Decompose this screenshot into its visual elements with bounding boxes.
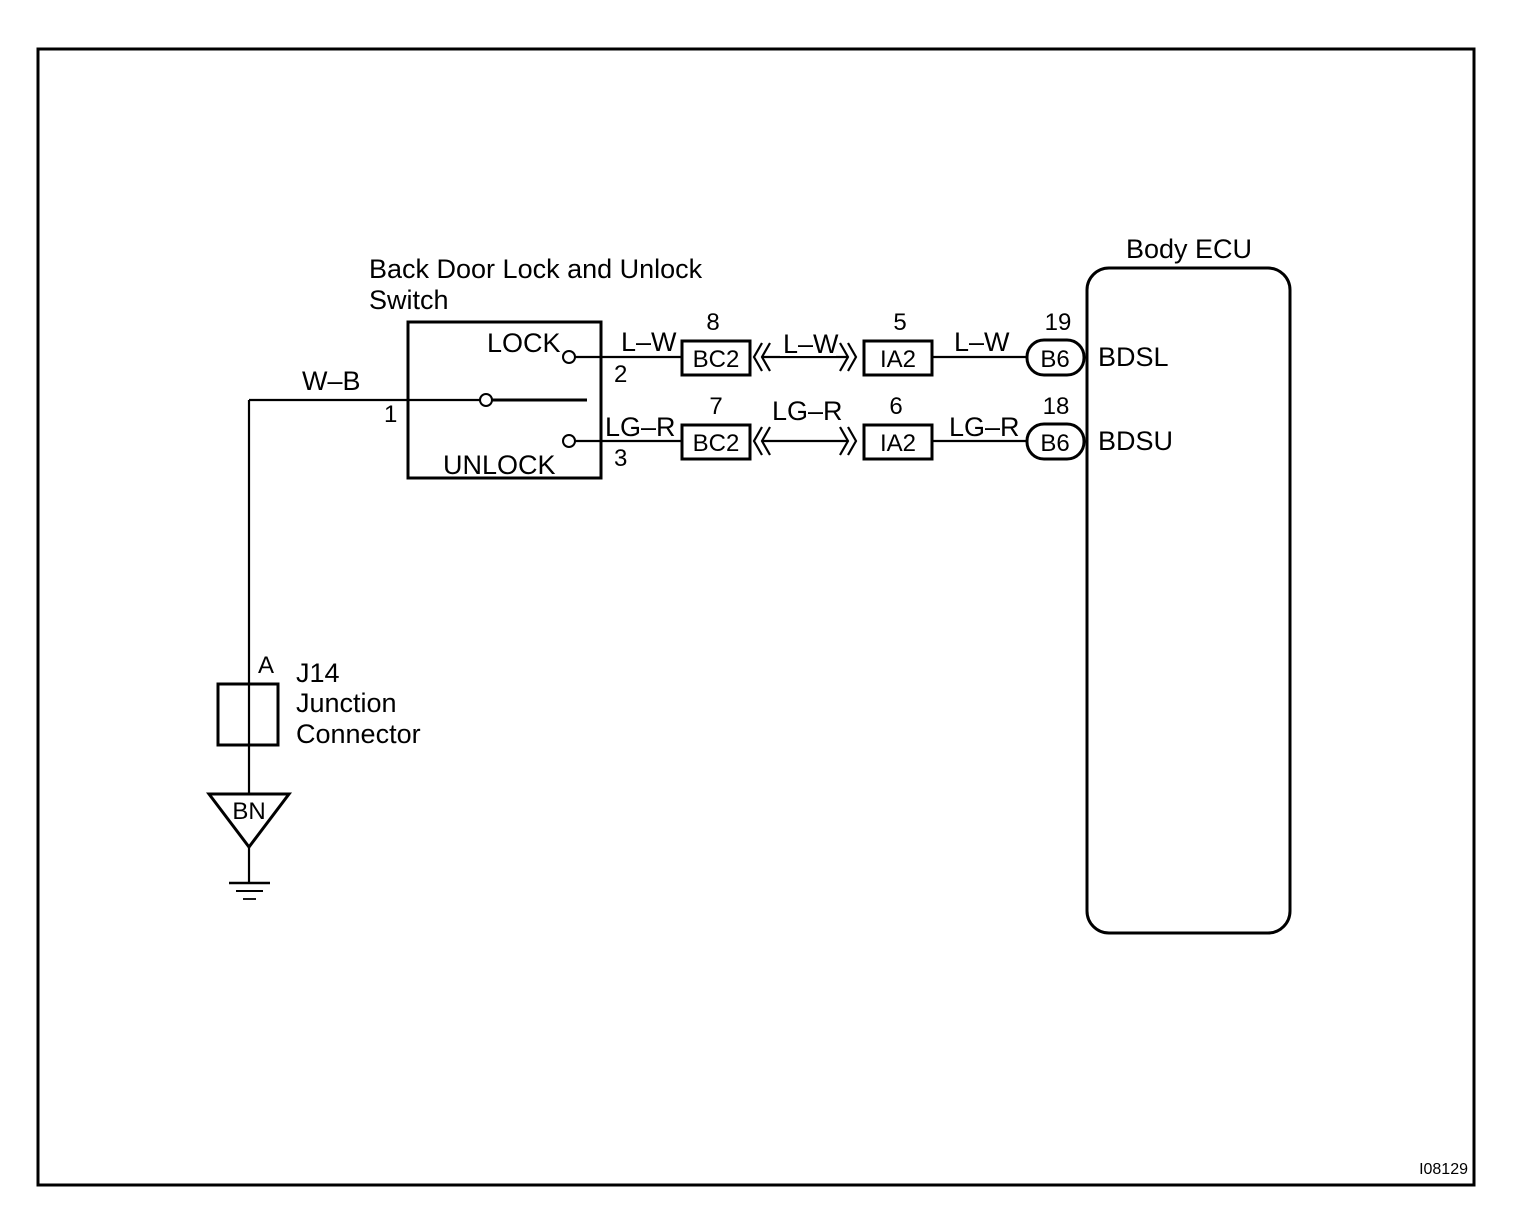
ground-point-label: BN	[232, 798, 265, 825]
unlock-wire-color-1: LG–R	[605, 412, 676, 442]
switch-title-line1: Back Door Lock and Unlock	[369, 254, 703, 284]
ground-circuit: W–B A J14 Junction Connector BN	[205, 366, 421, 900]
lock-contact-label: LOCK	[487, 328, 561, 358]
unlock-contact	[562, 434, 576, 448]
junction-id: J14	[296, 658, 340, 688]
unlock-wire-color-3: LG–R	[949, 412, 1020, 442]
bc2-lock-label: BC2	[693, 346, 740, 373]
b6-unlock-pin: 18	[1043, 393, 1070, 420]
diagram-frame	[36, 47, 1476, 1187]
lock-wire-color-1: L–W	[621, 327, 677, 357]
lock-circuit: L–W 8 BC2 L–W 5 IA2 L–W 19 B6	[601, 309, 1086, 377]
b6-lock-connector	[1025, 338, 1086, 377]
junction-label-line1: Junction	[296, 688, 397, 718]
ecu-title: Body ECU	[1126, 234, 1252, 264]
switch-title-line2: Switch	[369, 285, 449, 315]
unlock-wire-color-2: LG–R	[772, 396, 843, 426]
unlock-contact-label: UNLOCK	[443, 450, 556, 480]
ia2-lock-pin: 5	[893, 309, 906, 336]
b6-lock-label: B6	[1040, 346, 1069, 373]
diagram-id: I08129	[1419, 1161, 1468, 1178]
b6-lock-pin: 19	[1045, 309, 1072, 336]
b6-unlock-label: B6	[1040, 430, 1069, 457]
ia2-unlock-label: IA2	[880, 430, 916, 457]
ecu-terminal-bdsu: BDSU	[1098, 426, 1173, 456]
ground-wire-color: W–B	[302, 366, 361, 396]
switch-pin-3: 3	[614, 445, 627, 472]
lock-contact	[562, 350, 576, 364]
junction-pin-a: A	[258, 652, 274, 679]
ia2-lock-label: IA2	[880, 346, 916, 373]
ecu-terminal-bdsl: BDSL	[1098, 342, 1169, 372]
bc2-unlock-label: BC2	[693, 430, 740, 457]
junction-label-line2: Connector	[296, 719, 421, 749]
ground-point-triangle	[205, 792, 293, 850]
ecu-box	[1085, 266, 1292, 935]
bc2-lock-pin: 8	[706, 309, 719, 336]
bc2-unlock-connector	[680, 423, 752, 461]
bc2-unlock-pin: 7	[709, 393, 722, 420]
bc2-lock-connector	[680, 339, 752, 377]
back-door-switch: Back Door Lock and Unlock Switch LOCK UN…	[369, 254, 703, 480]
switch-pin-1: 1	[384, 401, 397, 428]
b6-unlock-connector	[1025, 422, 1086, 461]
lock-wire-color-3: L–W	[954, 327, 1010, 357]
ia2-unlock-pin: 6	[889, 393, 902, 420]
unlock-circuit: LG–R 7 BC2 LG–R 6 IA2 LG–R 18 B6	[601, 393, 1086, 461]
ground-icon	[229, 881, 270, 900]
lock-wire-color-2: L–W	[783, 329, 839, 359]
common-contact	[479, 393, 493, 407]
body-ecu: Body ECU BDSL BDSU	[1085, 234, 1292, 935]
switch-pin-2: 2	[614, 361, 627, 388]
